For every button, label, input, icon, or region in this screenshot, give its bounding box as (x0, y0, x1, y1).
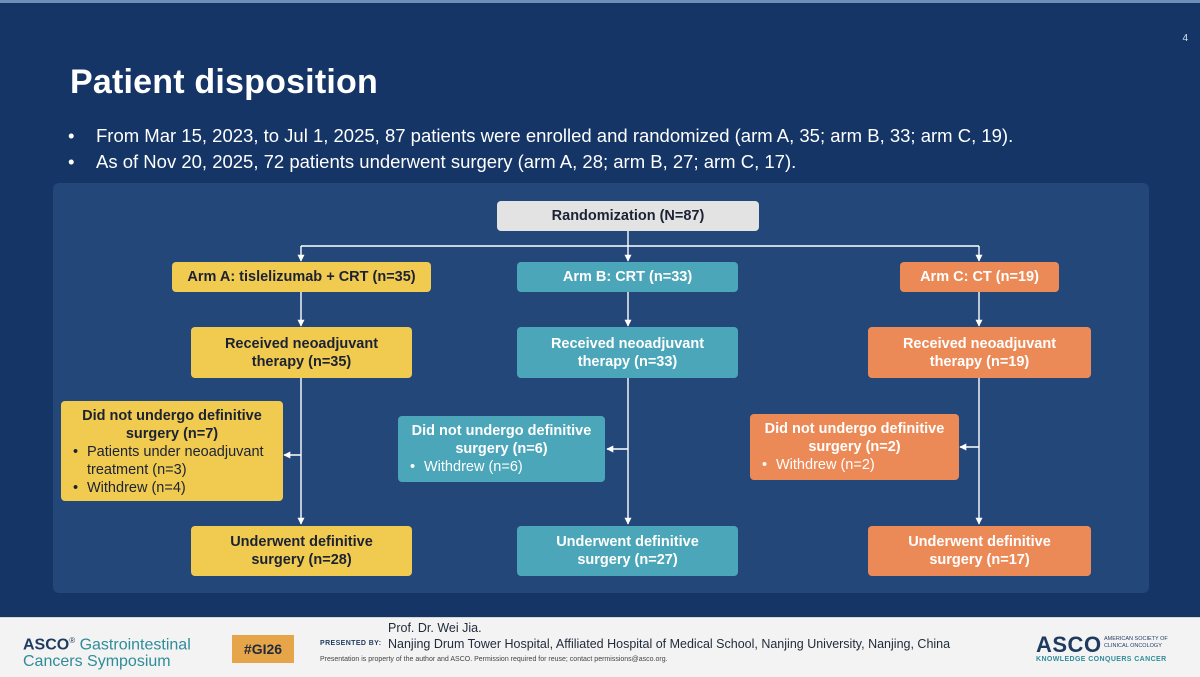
asco-logo: ASCO AMERICAN SOCIETY OF CLINICAL ONCOLO… (1036, 632, 1168, 663)
summary-bullets: •From Mar 15, 2023, to Jul 1, 2025, 87 p… (66, 123, 1166, 175)
presented-by-label: PRESENTED BY: (320, 640, 382, 647)
arm-a-excluded-box: Did not undergo definitive surgery (n=7)… (61, 401, 283, 501)
bullet-dot-icon: • (762, 457, 768, 473)
arm-a-surgery-box: Underwent definitive surgery (n=28) (191, 526, 412, 576)
list-item: •Patients under neoadjuvant treatment (n… (73, 444, 264, 478)
footer-bar: ASCO® Gastrointestinal Cancers Symposium… (0, 617, 1200, 677)
bullet-item: •From Mar 15, 2023, to Jul 1, 2025, 87 p… (66, 123, 1166, 149)
arm-c-excluded-box: Did not undergo definitive surgery (n=2)… (750, 414, 959, 480)
bullet-dot-icon: • (68, 151, 75, 172)
arm-a-received-box: Received neoadjuvant therapy (n=35) (191, 327, 412, 378)
arm-a-label-box: Arm A: tislelizumab + CRT (n=35) (172, 262, 431, 292)
arm-c-received-box: Received neoadjuvant therapy (n=19) (868, 327, 1091, 378)
randomization-box: Randomization (N=87) (497, 201, 759, 231)
presenter-info: Prof. Dr. Wei Jia. Nanjing Drum Tower Ho… (388, 620, 950, 652)
bullet-dot-icon: • (73, 480, 79, 496)
copyright-notice: Presentation is property of the author a… (320, 656, 668, 663)
arm-b-received-box: Received neoadjuvant therapy (n=33) (517, 327, 738, 378)
arm-a-excluded-list: •Patients under neoadjuvant treatment (n… (71, 443, 273, 497)
bullet-dot-icon: • (410, 459, 416, 475)
arm-b-surgery-box: Underwent definitive surgery (n=27) (517, 526, 738, 576)
bullet-dot-icon: • (73, 444, 79, 460)
hashtag-badge: #GI26 (232, 635, 294, 663)
bullet-dot-icon: • (68, 125, 75, 146)
presenter-affiliation: Nanjing Drum Tower Hospital, Affiliated … (388, 637, 951, 651)
slide-background: 4 Patient disposition •From Mar 15, 2023… (0, 0, 1200, 617)
arm-c-label-box: Arm C: CT (n=19) (900, 262, 1059, 292)
list-item: •Withdrew (n=6) (410, 459, 523, 475)
bullet-item: •As of Nov 20, 2025, 72 patients underwe… (66, 149, 1166, 175)
asco-gi-logo: ASCO® Gastrointestinal Cancers Symposium (23, 636, 191, 671)
list-item: •Withdrew (n=2) (762, 457, 875, 473)
arm-b-excluded-list: •Withdrew (n=6) (408, 458, 595, 476)
arm-c-surgery-box: Underwent definitive surgery (n=17) (868, 526, 1091, 576)
arm-b-excluded-box: Did not undergo definitive surgery (n=6)… (398, 416, 605, 482)
list-item: •Withdrew (n=4) (73, 480, 186, 496)
arm-c-excluded-list: •Withdrew (n=2) (760, 456, 949, 474)
flowchart-panel (53, 183, 1149, 593)
page-number: 4 (1182, 33, 1188, 44)
page-title: Patient disposition (70, 63, 378, 101)
presenter-name: Prof. Dr. Wei Jia. (388, 621, 482, 635)
arm-b-label-box: Arm B: CRT (n=33) (517, 262, 738, 292)
